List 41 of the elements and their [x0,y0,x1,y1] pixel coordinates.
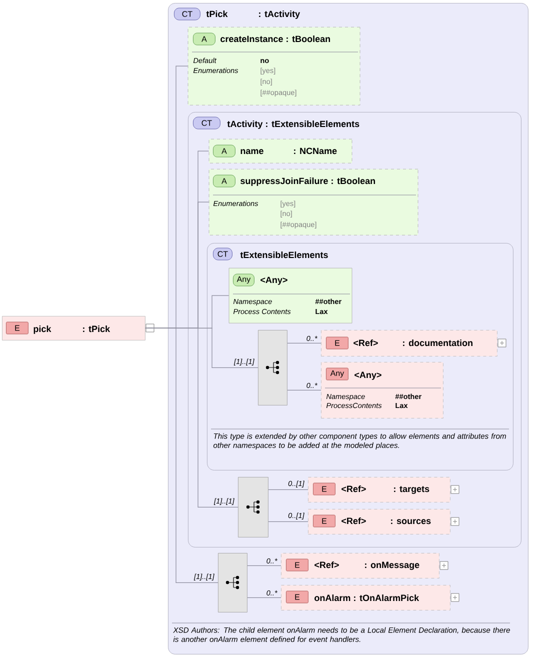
type-badge: A [213,144,236,158]
connector [268,489,308,490]
name-text: <Ref> [342,517,366,524]
name-text: createInstance : tBoolean [220,36,330,42]
name-text: <Ref> [342,485,366,492]
name-text: name [240,149,264,154]
name-text: onAlarm : tOnAlarmPick [314,594,420,602]
type-name: : tActivity [259,10,300,19]
name-text: <Any> [354,372,382,380]
type-badge: CT [174,8,200,20]
name-text: tActivity : tExtensibleElements [227,120,360,129]
connector [247,565,282,566]
type-badge: E [6,322,28,334]
type-name: : onMessage [365,562,420,570]
type-badge: CT [193,116,220,130]
name-text: <Ref> [354,339,378,346]
name-text: suppressJoinFailure : tBoolean [240,177,375,186]
type-badge: E [326,336,348,350]
type-badge: E [286,590,308,604]
type-name: : tPick [83,325,110,332]
name-text: pick [34,325,52,334]
type-badge: CT [213,248,232,260]
connector [268,521,308,522]
type-badge: A [193,32,216,46]
type-name: : NCName [294,148,337,154]
type-name: : documentation [403,339,472,346]
name-text: <Ref> [314,561,339,568]
type-badge: E [313,514,336,528]
connector [247,597,282,598]
type-badge: Any [326,368,348,380]
name-text: tExtensibleElements [240,251,328,258]
type-name: : sources [391,519,431,524]
name-text: tPick [206,10,228,18]
type-badge: Any [233,274,254,286]
connector [287,342,322,344]
type-badge: E [286,558,308,572]
type-name: : targets [394,486,430,494]
type-badge: A [213,174,236,188]
type-badge: E [313,482,336,496]
connector [145,328,218,583]
name-text: <Any> [260,276,288,285]
